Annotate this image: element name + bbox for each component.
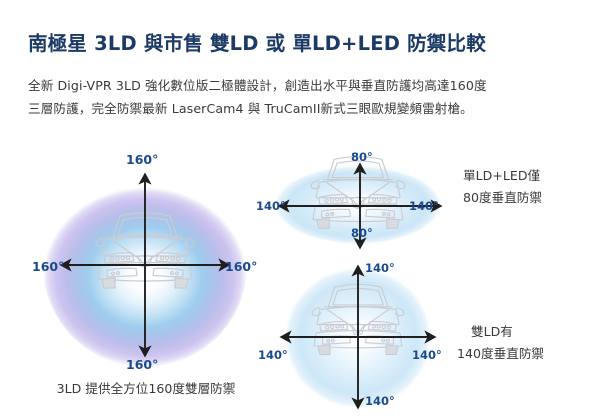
coverage-axes-single-ld-led xyxy=(275,160,445,252)
caption-dual-ld-line2: 140度垂直防禦 xyxy=(457,346,545,361)
degree-label-3ld-left: 160° xyxy=(32,259,65,274)
intro-line-1: 全新 Digi-VPR 3LD 強化數位版二極體設計，創造出水平與垂直防護均高達… xyxy=(28,78,487,93)
coverage-axes-3ld xyxy=(57,170,233,360)
degree-label-single-right: 140° xyxy=(409,199,439,213)
degree-label-dual-right: 140° xyxy=(412,348,442,362)
degree-label-3ld-top: 160° xyxy=(126,152,159,167)
car-illustration-dual-ld xyxy=(294,276,422,360)
caption-3ld: 3LD 提供全方位160度雙層防禦 xyxy=(56,381,236,396)
intro-paragraph: 全新 Digi-VPR 3LD 強化數位版二極體設計，創造出水平與垂直防護均高達… xyxy=(28,74,576,121)
degree-label-single-left: 140° xyxy=(256,199,286,213)
car-illustration-3ld xyxy=(89,204,201,294)
car-illustration-single-ld-led xyxy=(288,148,428,234)
caption-single-ld-led-line1: 單LD+LED僅 xyxy=(463,168,541,183)
caption-single-ld-led-line2: 80度垂直防禦 xyxy=(463,190,542,205)
degree-label-single-bottom: 80° xyxy=(351,226,373,240)
coverage-axes-dual-ld xyxy=(277,262,439,412)
degree-label-dual-left: 140° xyxy=(258,348,288,362)
caption-dual-ld-line1: 雙LD有 xyxy=(471,324,513,339)
degree-label-3ld-right: 160° xyxy=(225,259,258,274)
degree-label-dual-top: 140° xyxy=(365,261,395,275)
degree-label-3ld-bottom: 160° xyxy=(126,357,159,372)
degree-label-single-top: 80° xyxy=(351,150,373,164)
page-title: 南極星 3LD 與市售 雙LD 或 單LD+LED 防禦比較 xyxy=(28,32,486,55)
intro-line-2: 三層防護，完全防禦最新 LaserCam4 與 TruCamII新式三眼歐規變頻… xyxy=(28,101,473,117)
degree-label-dual-bottom: 140° xyxy=(365,394,395,408)
